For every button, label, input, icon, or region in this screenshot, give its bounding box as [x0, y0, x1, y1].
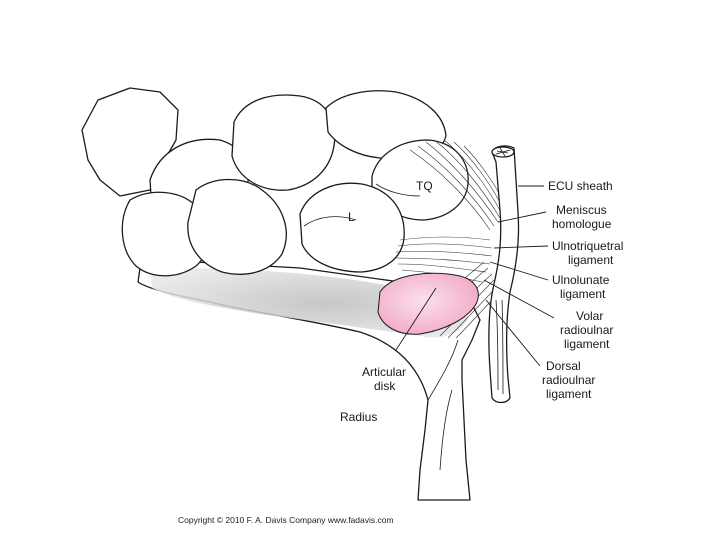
- leader-lines: [395, 185, 555, 367]
- copyright-notice: Copyright © 2010 F. A. Davis Company www…: [178, 515, 394, 525]
- label-ulnolunate-2: ligament: [560, 287, 606, 301]
- label-dorsal-3: ligament: [546, 387, 592, 401]
- label-tq: TQ: [416, 179, 433, 193]
- ecu-sheath: [488, 145, 520, 404]
- label-ecu-sheath: ECU sheath: [548, 179, 613, 193]
- carpal-bones: [81, 87, 469, 277]
- label-dorsal-2: radioulnar: [542, 373, 595, 387]
- label-articular-2: disk: [374, 379, 396, 393]
- label-volar-3: ligament: [564, 337, 610, 351]
- label-volar-1: Volar: [576, 309, 603, 323]
- label-volar-2: radioulnar: [560, 323, 613, 337]
- label-ulnotriquetral-2: ligament: [568, 253, 614, 267]
- label-ulnolunate-1: Ulnolunate: [552, 273, 610, 287]
- articular-disk: [377, 272, 479, 335]
- label-radius: Radius: [340, 410, 377, 424]
- label-ulnotriquetral-1: Ulnotriquetral: [552, 239, 623, 253]
- label-dorsal-1: Dorsal: [546, 359, 581, 373]
- lunate-bone: [299, 182, 405, 273]
- label-meniscus-2: homologue: [552, 217, 612, 231]
- label-meniscus-1: Meniscus: [556, 203, 607, 217]
- label-articular-1: Articular: [362, 365, 406, 379]
- label-l: L: [348, 210, 355, 224]
